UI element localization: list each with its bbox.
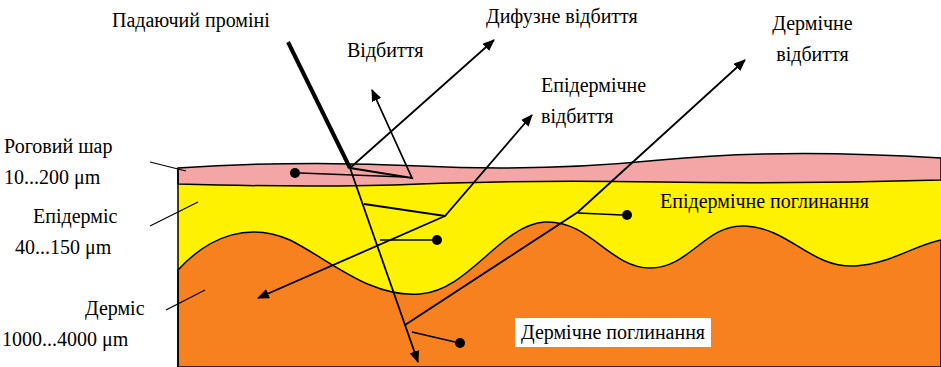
- layer-thickness: 10...200 μm: [4, 165, 100, 190]
- layer-name: Епідерміс: [33, 204, 117, 229]
- ray-label: Дермічне відбиття: [755, 8, 870, 70]
- absorption-leader: [578, 213, 622, 215]
- absorption-leader: [300, 173, 405, 177]
- layer-edge: [177, 168, 179, 367]
- absorption-dot: [290, 168, 300, 178]
- ray-label: Дифузне відбиття: [486, 4, 638, 29]
- layer-thickness: 1000...4000 μm: [2, 327, 128, 352]
- absorption-label: Епідермічне поглинання: [660, 189, 869, 214]
- epidermal-reflection-ray: [364, 115, 532, 216]
- leader-line: [150, 162, 186, 171]
- stratum-corneum-layer: [178, 153, 941, 186]
- ray-label: Падаючий проміні: [112, 8, 270, 33]
- absorption-dot: [455, 338, 465, 348]
- absorption-label: Дермічне поглинання: [515, 318, 711, 347]
- absorption-leader: [412, 332, 455, 342]
- absorption-dot: [432, 235, 442, 245]
- ray-label: Відбиття: [347, 38, 423, 63]
- absorption-leader: [380, 239, 432, 241]
- dermis-layer: [178, 222, 941, 367]
- scatter-ray: [258, 216, 445, 298]
- layer-name: Роговий шар: [4, 134, 112, 159]
- absorption-dot: [622, 210, 632, 220]
- incident-ray: [288, 42, 350, 168]
- layer-thickness: 40...150 μm: [15, 235, 111, 260]
- layer-name: Дерміс: [85, 296, 145, 321]
- epidermis-layer: [178, 176, 941, 367]
- leader-line: [150, 202, 198, 226]
- reflection-ray: [350, 90, 412, 178]
- ray-label: Епідермічне відбиття: [541, 70, 676, 132]
- refracted-ray: [350, 168, 418, 362]
- leader-line: [166, 290, 205, 310]
